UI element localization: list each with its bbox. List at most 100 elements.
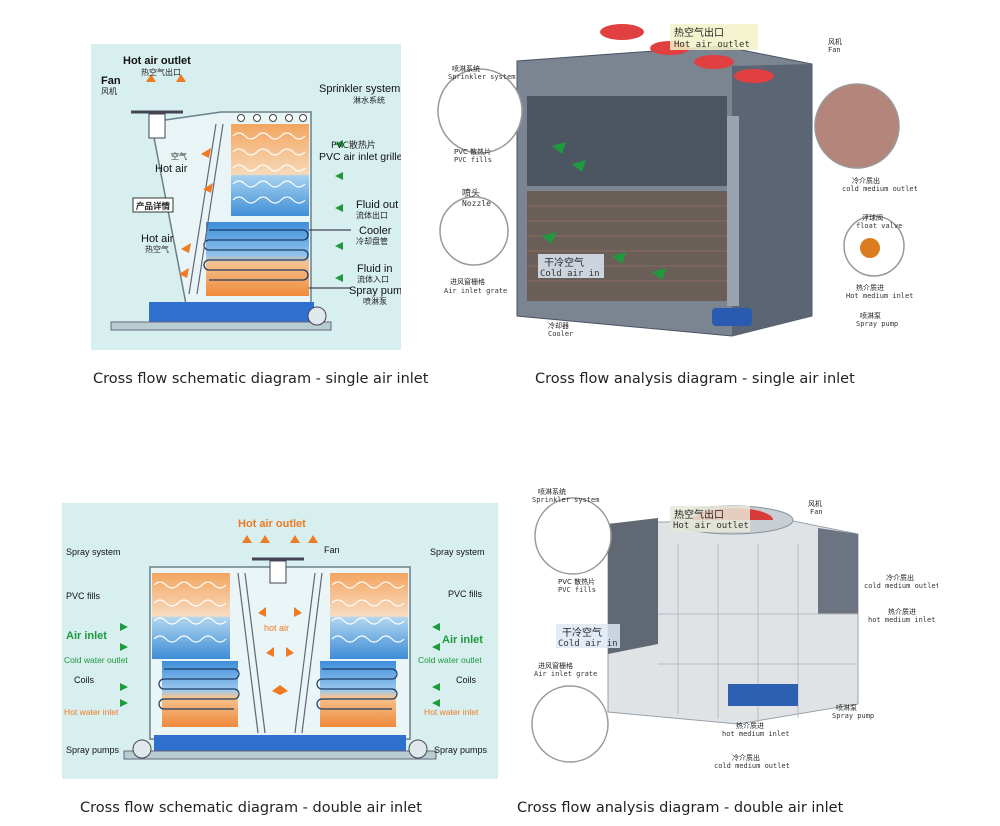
label-cold-outlet2-zh: 冷介质出 <box>732 753 760 762</box>
label-fan-zh: 风机 <box>101 86 117 96</box>
cooler-coil-block <box>206 222 309 296</box>
label-hot-air: Hot air <box>155 163 188 175</box>
label-cold-air: Cold air in <box>558 639 618 649</box>
label-pvc-right: PVC fills <box>448 589 483 599</box>
inlet-grilles <box>237 572 323 734</box>
label-cooler: Cooler <box>359 225 392 237</box>
label-spray-pumps-left: Spray pumps <box>66 745 120 755</box>
nozzle-callout <box>439 196 509 266</box>
float-valve-ball-icon <box>860 238 880 258</box>
label-spray-pumps-right: Spray pumps <box>434 745 488 755</box>
label-nozzle: Nozzle <box>462 199 491 208</box>
spray-pump-icon <box>307 306 327 326</box>
analysis-single-diagram: 热空气出口 Hot air outlet 喷淋系统 Sprinkler syst… <box>432 16 932 352</box>
water-basin <box>154 735 406 751</box>
label-fan-zh: 风机 <box>808 499 822 508</box>
label-hot-water-inlet-left: Hot water inlet <box>64 707 119 717</box>
right-louver <box>818 528 858 614</box>
pvc-fills-panel <box>527 96 727 186</box>
label-grate: Air inlet grate <box>444 287 507 295</box>
label-hot-inlet: Hot medium inlet <box>846 292 913 300</box>
label-hot-inlet: hot medium inlet <box>868 616 935 624</box>
label-coils-left: Coils <box>74 675 95 685</box>
label-hot-inlet-zh: 热介质进 <box>888 607 916 616</box>
label-spray-right: Spray system <box>430 547 485 557</box>
label-sprinkler-zh: 淋水系统 <box>353 95 385 105</box>
fan-motor-icon <box>269 560 287 584</box>
label-hot-inlet2: hot medium inlet <box>722 730 789 738</box>
sprinkler-heads <box>237 114 307 122</box>
label-cold-outlet-zh: 冷介质出 <box>886 573 914 582</box>
spray-pump-left-icon <box>132 739 152 759</box>
label-float: float valve <box>856 222 902 230</box>
label-sprinkler: Sprinkler system <box>448 73 515 81</box>
fluid-pipes <box>309 229 351 289</box>
label-hot-inlet-zh: 热介质进 <box>856 283 884 292</box>
label-pvc-en: PVC air inlet grille <box>319 151 401 163</box>
label-hot-air-outlet-zh: 热空气出口 <box>141 67 181 77</box>
label-spray: Spray pump <box>856 320 898 328</box>
label-sprinkler: Sprinkler system <box>319 83 400 95</box>
label-nozzle-zh: 喷头 <box>462 188 480 199</box>
label-cold-water-outlet-left: Cold water outlet <box>64 655 128 665</box>
label-pvc: PVC fills <box>558 586 596 594</box>
label-pvc: PVC fills <box>454 156 492 164</box>
coil-tubes <box>203 229 309 281</box>
label-cold-air: Cold air in <box>540 269 600 279</box>
label-spray-zh: 喷淋泵 <box>860 311 881 320</box>
label-hot-inlet2-zh: 热介质进 <box>736 721 764 730</box>
hot-air-arrows <box>146 74 213 278</box>
label-fluid-out: Fluid out <box>356 199 398 211</box>
cold-air-arrows <box>542 142 666 280</box>
cold-air-tag <box>538 254 604 278</box>
label-grate-zh: 进风窗栅格 <box>450 277 485 286</box>
louver-lines <box>527 205 727 282</box>
hot-air-outlet-tag <box>670 506 750 532</box>
fan-icons <box>600 24 774 83</box>
fan-motor-icon <box>148 113 166 139</box>
sprinkler-callout <box>534 497 612 575</box>
air-inlet-arrows <box>120 623 440 707</box>
label-pvc-left: PVC fills <box>66 591 101 601</box>
label-fluid-in: Fluid in <box>357 263 392 275</box>
caption-analysis-single: Cross flow analysis diagram - single air… <box>535 371 855 387</box>
label-grate-zh: 进风窗栅格 <box>538 661 573 670</box>
spray-pump-motor <box>728 684 798 706</box>
label-fan-zh: 风机 <box>828 37 842 46</box>
hot-air-arrows <box>242 535 318 695</box>
label-hot-air-outlet-zh: 热空气出口 <box>674 508 724 521</box>
label-hot-air-outlet: Hot air outlet <box>674 40 750 50</box>
label-coils-right: Coils <box>456 675 477 685</box>
cooler-callout <box>814 83 900 169</box>
label-cooler-zh: 冷却盘管 <box>356 236 388 246</box>
basin-base <box>110 321 332 331</box>
label-hot-air-outlet: Hot air outlet <box>673 521 749 531</box>
label-cooler: Cooler <box>548 330 573 338</box>
label-hot-air-zh: 空气 <box>171 151 187 161</box>
caption-schematic-double: Cross flow schematic diagram - double ai… <box>80 800 422 816</box>
label-sprinkler-zh: 喷淋系统 <box>538 487 566 496</box>
label-spray-pump: Spray pump <box>349 285 401 297</box>
cold-air-tag <box>556 624 620 648</box>
label-cold-water-outlet-right: Cold water outlet <box>418 655 482 665</box>
hot-air-outlet-tag <box>670 24 758 50</box>
pump-callout <box>531 685 609 763</box>
label-fan: Fan <box>828 46 841 54</box>
label-hot-air-outlet: Hot air outlet <box>123 55 191 67</box>
label-cold-air-zh: 干冷空气 <box>544 256 584 269</box>
coil-right <box>320 661 396 727</box>
coil-left <box>162 661 238 727</box>
label-spray: Spray pump <box>832 712 874 720</box>
label-sprinkler: Sprinkler system <box>532 496 599 504</box>
label-air-inlet-right: Air inlet <box>442 634 483 646</box>
left-louver <box>608 518 658 654</box>
label-hot-air-outlet: Hot air outlet <box>238 518 306 530</box>
label-hot-air-outlet-zh: 热空气出口 <box>674 26 724 39</box>
basin-base <box>123 750 437 760</box>
sprinkler-callout <box>437 68 523 154</box>
air-inlet-louver <box>527 191 727 301</box>
label-air-inlet-left: Air inlet <box>66 630 107 642</box>
pvc-wave-lines <box>232 132 306 204</box>
label-cold-outlet-zh: 冷介质出 <box>852 176 880 185</box>
